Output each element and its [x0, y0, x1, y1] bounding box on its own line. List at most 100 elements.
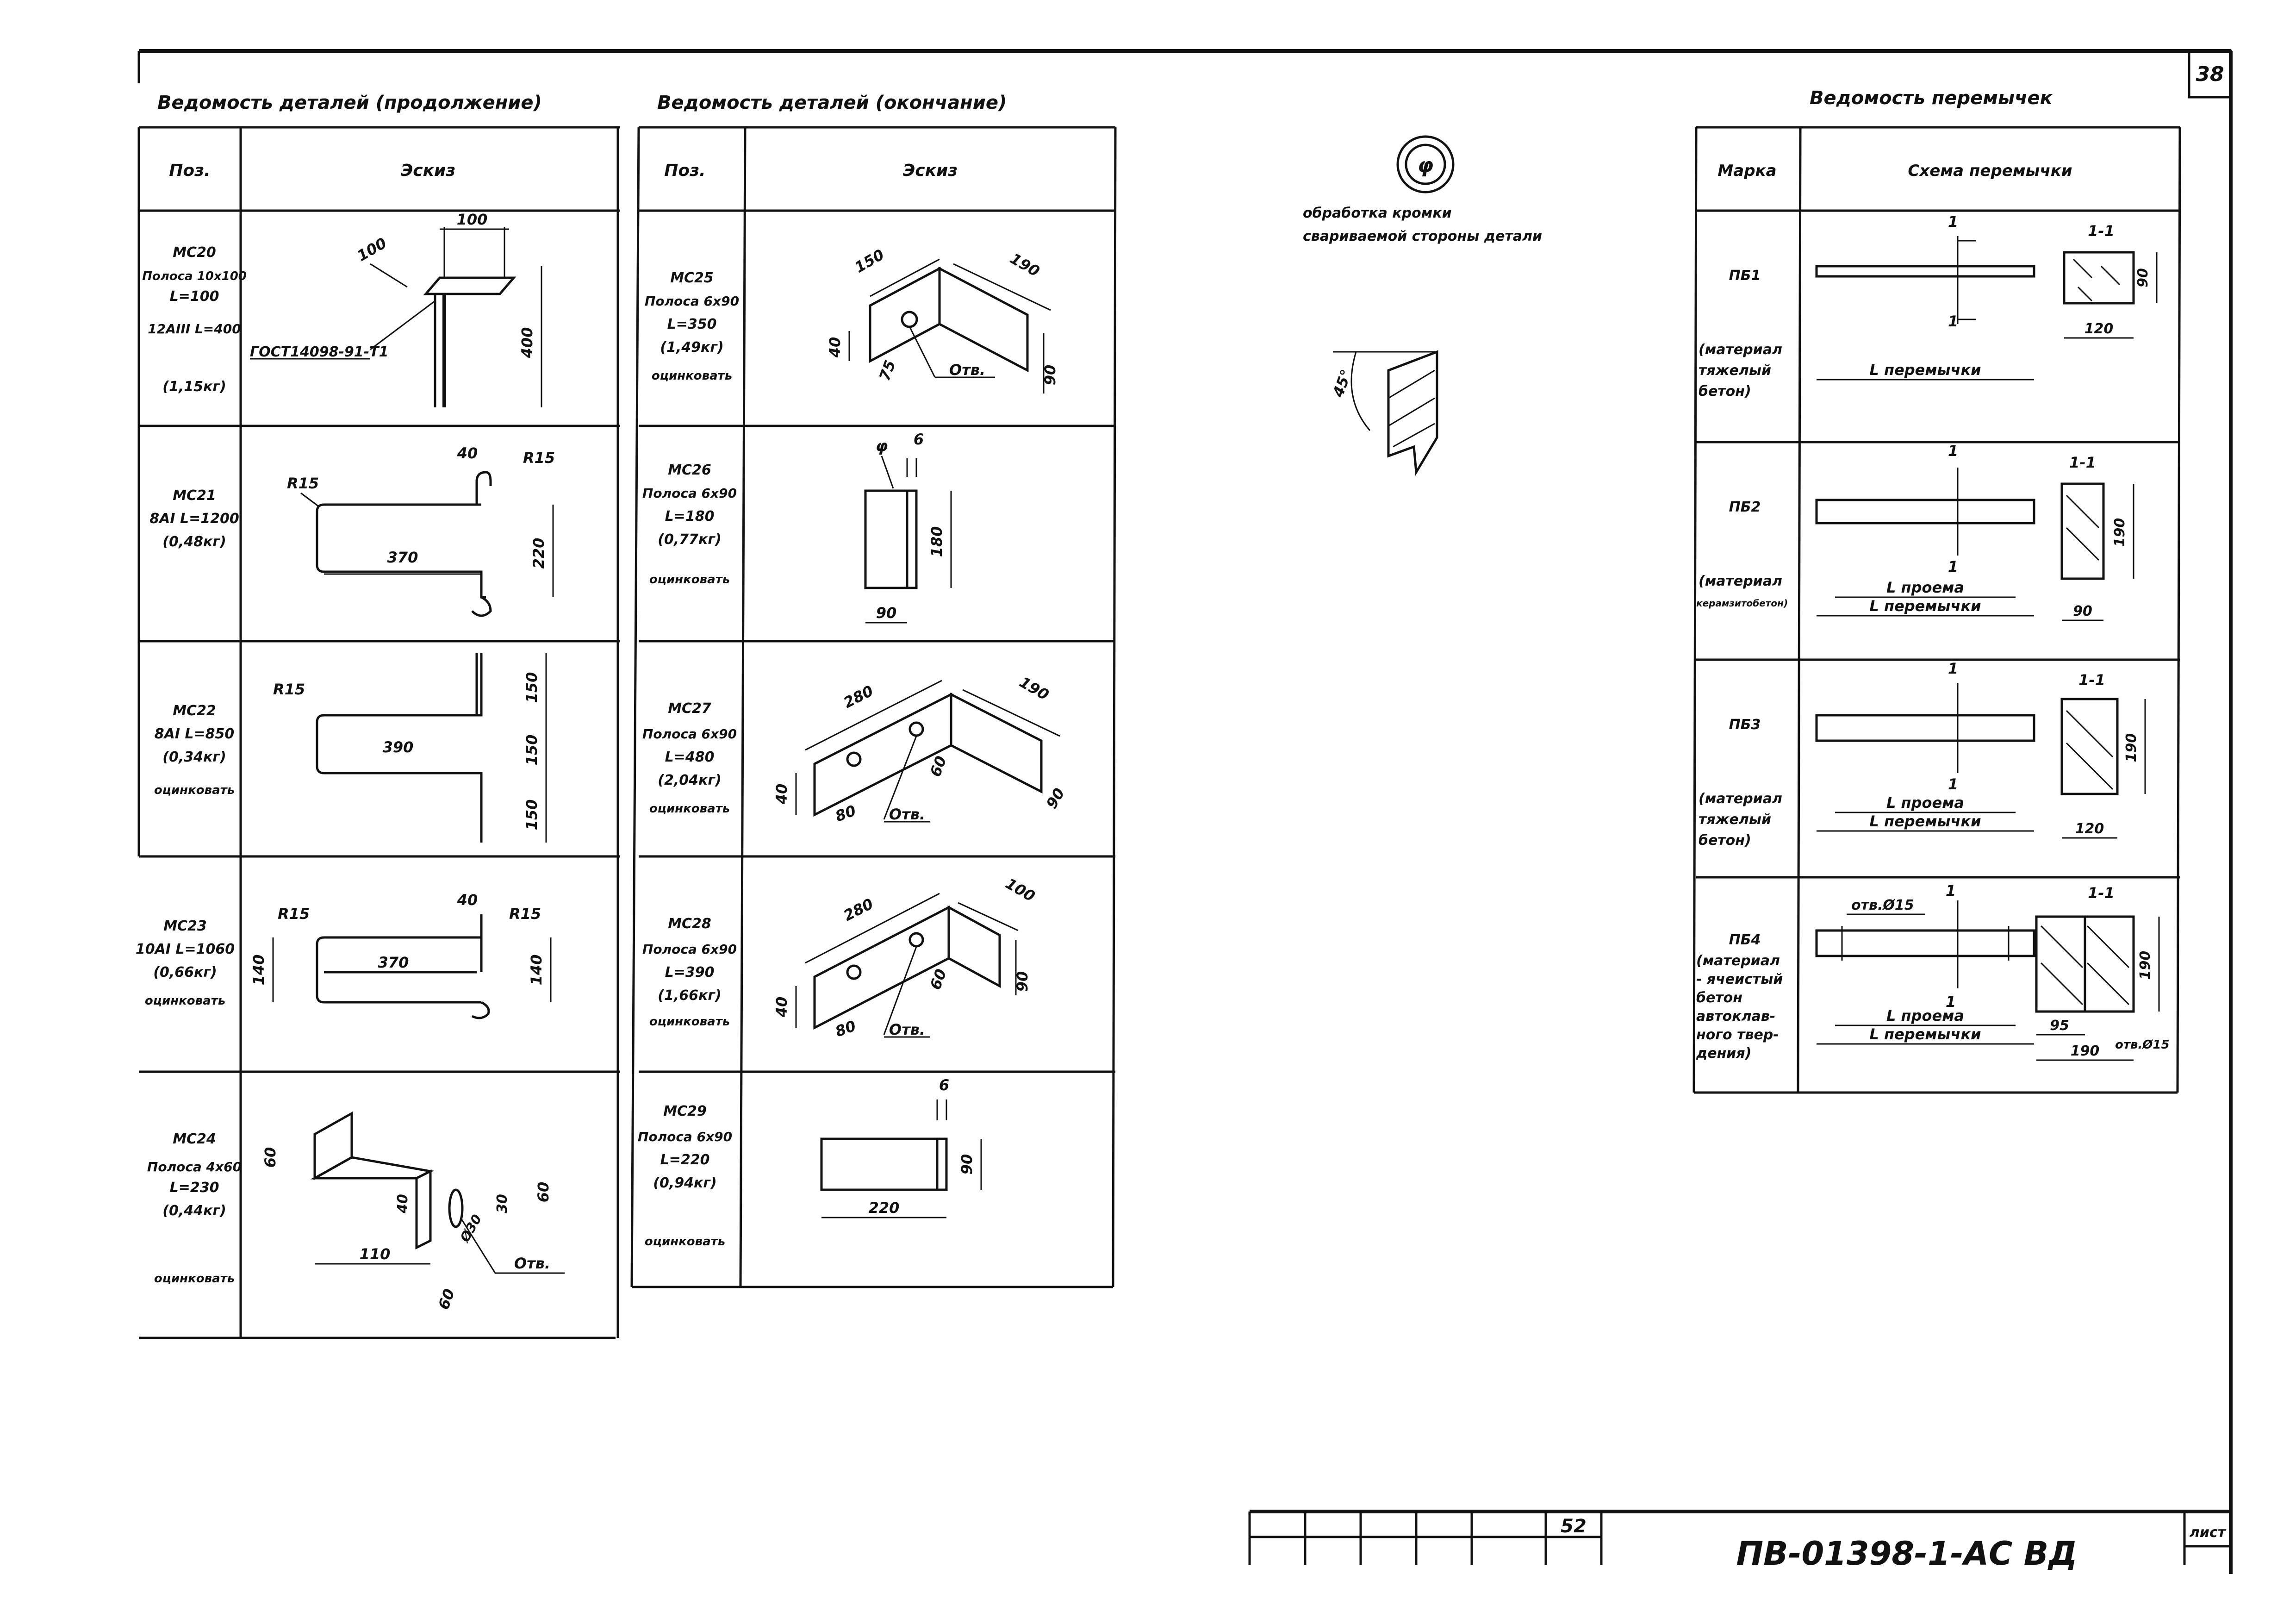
weld-symbol-inner-circle	[1405, 144, 1446, 185]
row-label: бетон)	[1699, 832, 1751, 849]
row-label: МС26	[668, 462, 711, 478]
lintels-table: Ведомость перемычек Марка Схема перемычк…	[1692, 87, 2181, 1094]
row-label: ПБ3	[1729, 717, 1761, 733]
dim-label: R15	[287, 475, 319, 492]
dim-label: 280	[840, 682, 876, 712]
row-label: тяжелый	[1699, 362, 1771, 379]
dim-label: 280	[840, 895, 876, 924]
row-label: (1,66кг)	[658, 987, 721, 1004]
dim-label: 220	[869, 1199, 900, 1217]
row-label: ПБ1	[1729, 268, 1761, 284]
row-label: 12АIII L=400	[148, 321, 241, 337]
row-mc23-labels: МС23 10АI L=1060 (0,66кг) оцинковать	[136, 918, 235, 1008]
title-block: 52 ПВ-01398-1-АС ВД лист	[1248, 1510, 2231, 1573]
dim-label: Отв.	[889, 1021, 925, 1038]
row-label: L=180	[665, 508, 715, 525]
dim-label: Отв.	[949, 361, 985, 379]
sketch-mc20: 100 100 400 ГОСТ14098-91-Т1	[250, 211, 542, 407]
dim-label: 220	[530, 538, 548, 569]
dim-label: 1	[1948, 558, 1958, 575]
dim-label: R15	[273, 681, 305, 698]
sketch-mc26: φ 6 180 90	[864, 431, 952, 624]
row-label: МС21	[173, 487, 216, 504]
table1-col-pos: Поз.	[169, 161, 210, 180]
dim-label: 60	[927, 754, 950, 779]
dim-label: 75	[876, 358, 899, 383]
dim-label: отв.Ø15	[1851, 897, 1914, 913]
legend-line-2: свариваемой стороны детали	[1303, 228, 1542, 244]
row-label: 8АI L=1200	[149, 511, 239, 527]
row-label: бетон	[1696, 990, 1742, 1006]
dim-label: 190	[1016, 673, 1052, 704]
row-label: (1,49кг)	[660, 339, 723, 356]
row-pb4-labels: ПБ4 (материал - ячеистый бетон автоклав-…	[1696, 932, 1783, 1062]
dim-label: 100	[457, 211, 488, 228]
weld-symbol: φ	[1418, 154, 1433, 177]
dim-label: 90	[2135, 268, 2151, 287]
row-label: ПБ2	[1729, 499, 1761, 515]
dim-label: 1	[1948, 775, 1958, 793]
row-label: дения)	[1696, 1045, 1751, 1062]
document-code: ПВ-01398-1-АС ВД	[1736, 1535, 2078, 1573]
row-label: оцинковать	[649, 802, 730, 816]
dim-label: 1	[1946, 882, 1956, 899]
dim-label: L проема	[1886, 794, 1964, 812]
row-label: МС22	[173, 703, 216, 719]
sketch-mc23: R15 40 R15 370 140 140	[250, 891, 552, 1019]
dim-label: 190	[2071, 1043, 2100, 1059]
details-table-continued: Ведомость деталей (продолжение) Поз. Эск…	[136, 92, 620, 1339]
dim-label: 1	[1948, 442, 1958, 460]
dim-label: 140	[250, 955, 268, 986]
dim-label: 1-1	[2069, 454, 2096, 471]
dim-label: L проема	[1886, 579, 1964, 596]
row-mc29-labels: МС29 Полоса 6х90 L=220 (0,94кг) оцинкова…	[638, 1103, 732, 1249]
bevel-angle: 45°	[1329, 367, 1355, 400]
scheme-pb4: отв.Ø15 1 1 L проема L перемычки 1-1 190…	[1815, 882, 2170, 1061]
dim-label: 1	[1946, 993, 1956, 1011]
dim-label: Отв.	[889, 806, 925, 823]
row-label: МС23	[163, 918, 207, 934]
row-label: тяжелый	[1699, 812, 1771, 828]
row-label: L=100	[170, 288, 219, 305]
row-label: оцинковать	[154, 783, 235, 797]
dim-label: отв.Ø15	[2115, 1038, 2170, 1052]
dim-label: 150	[523, 800, 541, 831]
dim-label: 1	[1948, 312, 1958, 330]
dim-label: 40	[457, 444, 478, 462]
dim-label: R15	[278, 905, 310, 923]
dim-label: 1-1	[2078, 671, 2105, 689]
row-label: Полоса 4х60	[147, 1159, 242, 1174]
dim-label: 90	[2073, 603, 2092, 619]
sketch-mc22: R15 390 150 150 150	[273, 653, 547, 843]
dim-label: 120	[2075, 821, 2104, 837]
sheet-number-box	[2188, 50, 2232, 99]
sketch-mc21: R15 40 R15 370 220	[287, 444, 555, 617]
dim-label: 6	[939, 1076, 949, 1094]
dim-label: 95	[2050, 1018, 2069, 1034]
sheet-number: 38	[2196, 62, 2224, 86]
row-label: L=350	[667, 316, 717, 332]
dim-label: Отв.	[514, 1255, 550, 1272]
dim-label: 100	[354, 234, 390, 265]
row-mc28-labels: МС28 Полоса 6х90 L=390 (1,66кг) оцинкова…	[642, 916, 737, 1029]
row-label: МС20	[173, 244, 216, 261]
dim-label: 370	[378, 954, 409, 971]
dim-label: L проема	[1886, 1007, 1964, 1024]
row-label: оцинковать	[145, 994, 225, 1008]
dim-label: R15	[509, 905, 541, 923]
bevel-edge-sketch	[1387, 350, 1438, 476]
dim-label: ГОСТ14098-91-Т1	[250, 344, 388, 360]
row-label: L=220	[660, 1152, 710, 1168]
row-label: - ячеистый	[1696, 971, 1783, 987]
weld-edge-legend: φ обработка кромки свариваемой стороны д…	[1303, 135, 1542, 476]
dim-label: 40	[395, 1194, 411, 1214]
row-pb3-labels: ПБ3 (материал тяжелый бетон)	[1699, 717, 1782, 849]
dim-label: 150	[523, 672, 541, 703]
row-mc22-labels: МС22 8АI L=850 (0,34кг) оцинковать	[154, 703, 235, 797]
dim-label: 40	[773, 997, 790, 1018]
row-label: Полоса 6х90	[638, 1129, 732, 1144]
row-label: (0,66кг)	[153, 964, 217, 981]
table3-title: Ведомость перемычек	[1810, 87, 2053, 109]
dim-label: 190	[2137, 951, 2153, 980]
